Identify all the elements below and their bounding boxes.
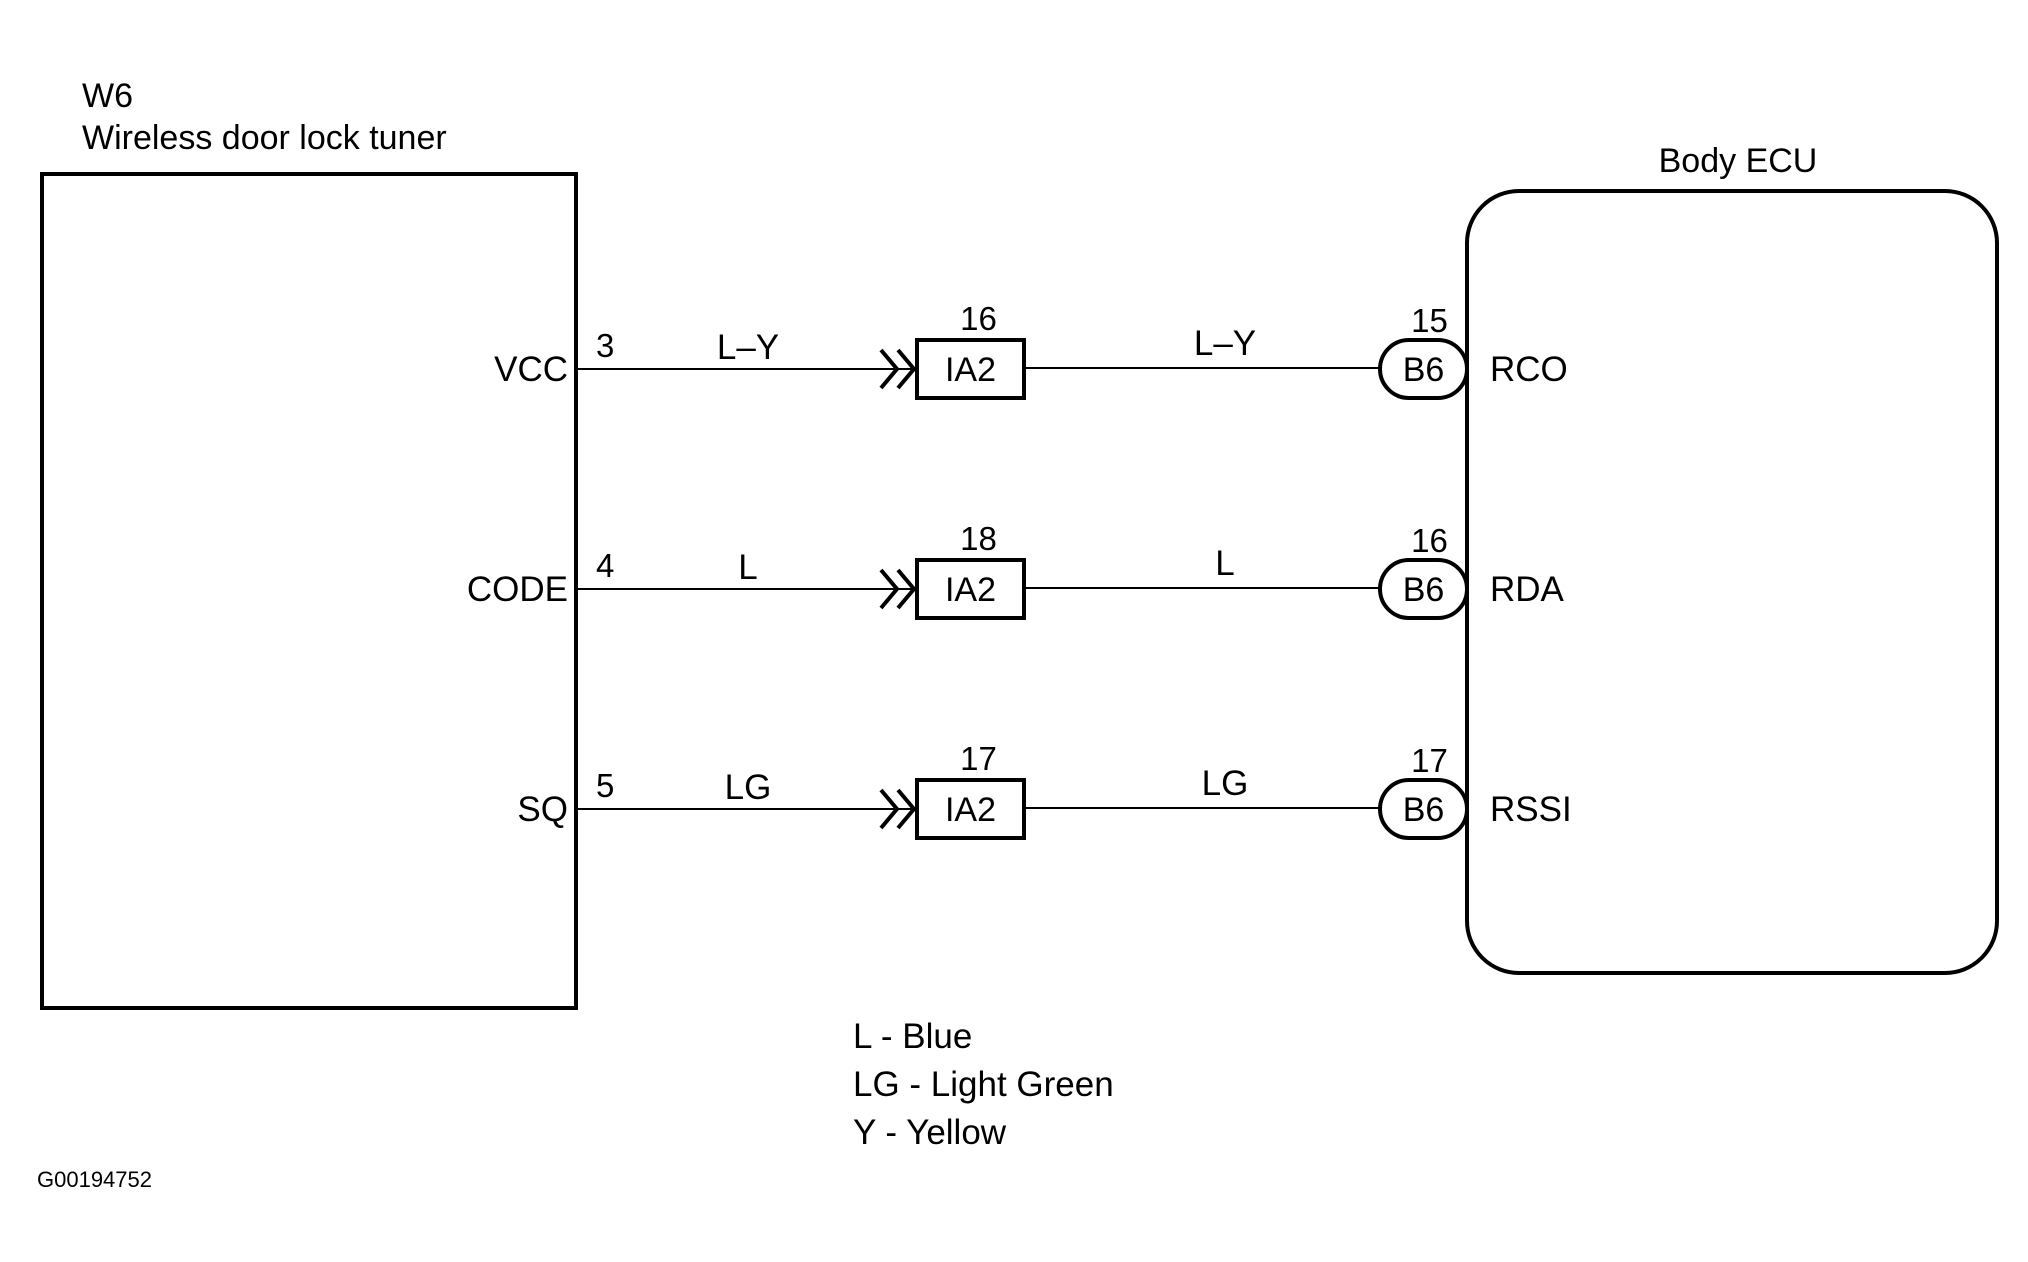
junction-pin-number: 17 (960, 740, 997, 777)
ecu-connector-pill (1378, 338, 1469, 400)
left-component-box (40, 172, 578, 1010)
junction-pin-number: 18 (960, 520, 997, 557)
junction-connector-box (915, 558, 1026, 620)
ecu-pin-number: 15 (1411, 302, 1448, 339)
wire-color-label: L (738, 548, 757, 587)
right-component-name: Body ECU (1659, 142, 1818, 180)
left-pin-name: CODE (467, 570, 568, 609)
ecu-pin-number: 16 (1411, 522, 1448, 559)
ecu-connector-pill (1378, 558, 1469, 620)
junction-connector-label: IA2 (945, 351, 996, 389)
ecu-pin-name: RCO (1490, 350, 1568, 389)
junction-pin-number: 16 (960, 300, 997, 337)
figure-id: G00194752 (37, 1167, 152, 1192)
left-pin-name: VCC (494, 350, 568, 389)
wire-color-label: L–Y (1194, 324, 1256, 363)
junction-connector-label: IA2 (945, 571, 996, 609)
connector-chevron-icon (896, 348, 917, 390)
connector-chevron-icon (879, 568, 900, 610)
ecu-pin-number: 17 (1411, 742, 1448, 779)
connector-chevron-icon (896, 788, 917, 830)
legend-item: LG - Light Green (853, 1065, 1114, 1104)
left-pin-number: 3 (596, 327, 614, 364)
wire-color-label: LG (725, 768, 772, 807)
connector-chevron-icon (879, 348, 900, 390)
legend-item: Y - Yellow (853, 1113, 1007, 1152)
left-pin-number: 4 (596, 547, 614, 584)
wire-color-label: L–Y (717, 328, 779, 367)
ecu-connector-pill (1378, 778, 1469, 840)
ecu-connector-label: B6 (1403, 791, 1445, 829)
connector-chevron-icon (879, 788, 900, 830)
left-component-code: W6 (82, 77, 133, 115)
ecu-pin-name: RSSI (1490, 790, 1572, 829)
ecu-connector-label: B6 (1403, 571, 1445, 609)
left-pin-name: SQ (517, 790, 568, 829)
connector-chevron-icon (896, 568, 917, 610)
left-component-name: Wireless door lock tuner (82, 119, 447, 157)
ecu-pin-name: RDA (1490, 570, 1565, 609)
wire-color-label: L (1215, 544, 1234, 583)
junction-connector-box (915, 338, 1026, 400)
junction-connector-box (915, 778, 1026, 840)
left-pin-number: 5 (596, 767, 614, 804)
ecu-connector-label: B6 (1403, 351, 1445, 389)
legend-item: L - Blue (853, 1017, 972, 1056)
junction-connector-label: IA2 (945, 791, 996, 829)
wire-color-label: LG (1202, 764, 1249, 803)
